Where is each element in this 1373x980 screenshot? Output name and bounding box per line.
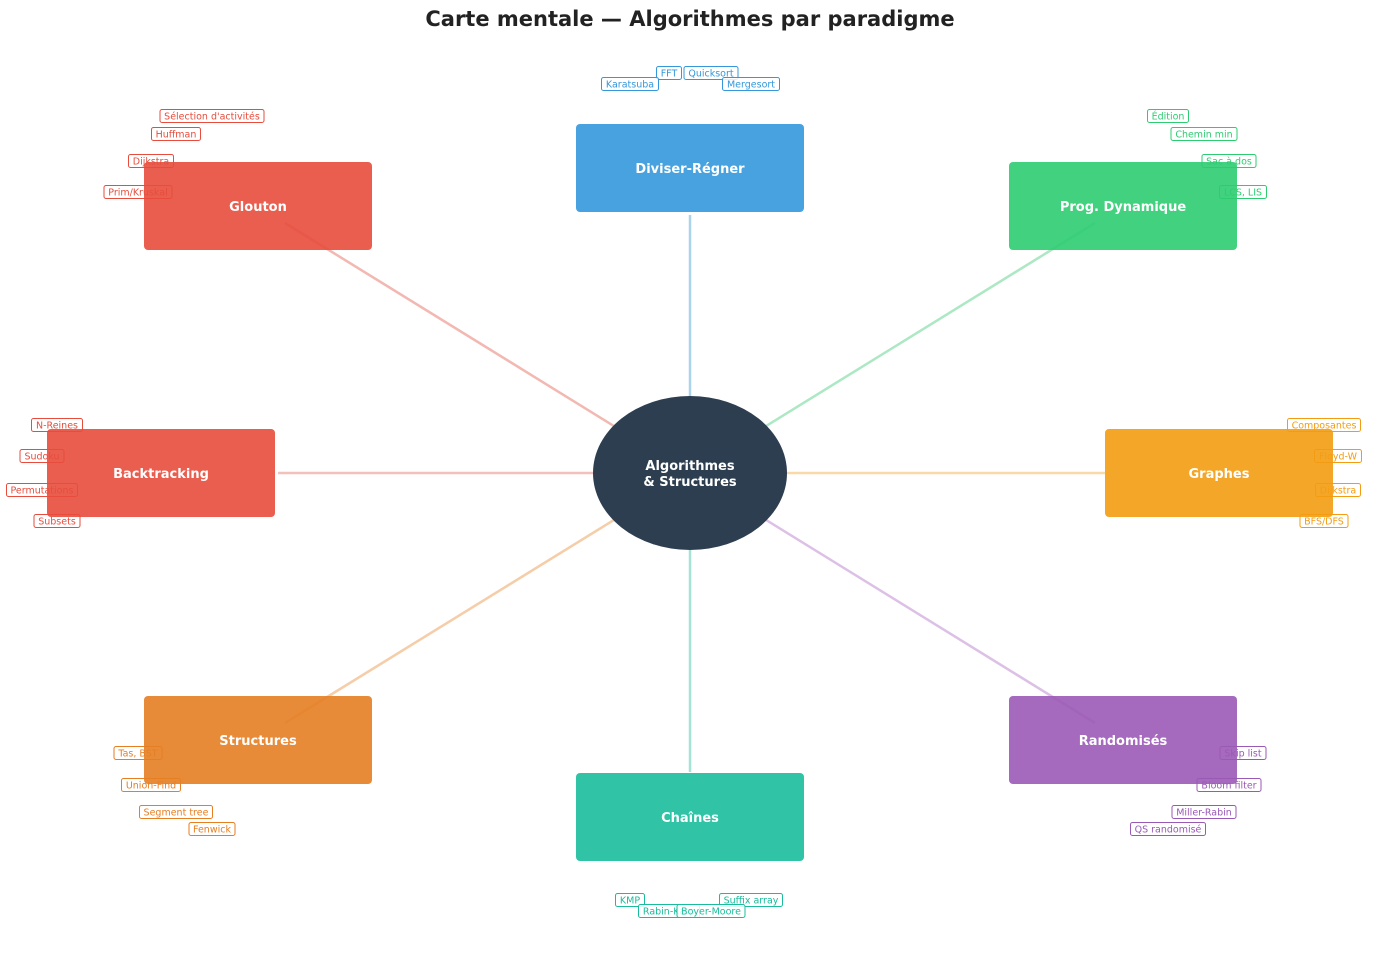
leaf-tag-random: Miller-Rabin xyxy=(1171,805,1237,819)
branch-label-strings: Chaînes xyxy=(661,811,719,826)
leaf-tag-frame xyxy=(1147,109,1189,123)
branch-box-random xyxy=(1009,696,1237,784)
branch-dp: Prog. Dynamique xyxy=(1009,162,1237,250)
leaf-label: Mergesort xyxy=(727,79,775,90)
leaf-tag-frame xyxy=(159,109,265,123)
leaf-tag-frame xyxy=(1170,127,1238,141)
center-ellipse xyxy=(593,396,787,550)
leaf-tag-structures: Fenwick xyxy=(188,822,236,836)
leaf-label: Dijkstra xyxy=(133,156,170,167)
leaf-tag-backtracking: Subsets xyxy=(33,514,81,528)
leaf-label: Prim/Kruskal xyxy=(108,187,167,198)
leaf-label: Édition xyxy=(1152,110,1185,122)
leaf-tag-divide: Karatsuba xyxy=(601,77,659,91)
leaf-label: Union-Find xyxy=(126,780,176,791)
leaf-tag-greedy: Huffman xyxy=(151,127,201,141)
leaf-label: BFS/DFS xyxy=(1304,516,1344,527)
leaf-label: N-Reines xyxy=(36,420,78,431)
leaf-tag-divide: FFT xyxy=(656,66,682,80)
leaf-label: Dijkstra xyxy=(1320,485,1357,496)
leaf-label: Sudoku xyxy=(24,451,59,462)
leaf-tag-greedy: Sélection d'activités xyxy=(159,109,265,123)
leaf-tag-random: QS randomisé xyxy=(1130,822,1206,836)
leaf-label: Tas, BST xyxy=(117,748,157,759)
branch-box-dp xyxy=(1009,162,1237,250)
leaf-tag-frame xyxy=(683,66,739,80)
branch-label-dp: Prog. Dynamique xyxy=(1060,200,1186,215)
leaf-tag-frame xyxy=(601,77,659,91)
leaf-label: Floyd-W xyxy=(1319,451,1358,462)
branch-label-greedy: Glouton xyxy=(229,200,287,215)
leaf-label: Karatsuba xyxy=(606,79,654,90)
branch-box-backtracking xyxy=(47,429,275,517)
leaf-tag-divide: Quicksort xyxy=(683,66,739,80)
center-label-line-2: & Structures xyxy=(643,475,737,490)
branch-label-graphs: Graphes xyxy=(1189,467,1250,482)
branch-backtracking: Backtracking xyxy=(47,429,275,517)
branch-structures: Structures xyxy=(144,696,372,784)
branch-box-structures xyxy=(144,696,372,784)
leaf-label: Segment tree xyxy=(144,807,209,818)
leaf-label: Permutations xyxy=(11,485,74,496)
leaf-tag-frame xyxy=(615,893,645,907)
leaf-label: Miller-Rabin xyxy=(1176,807,1232,818)
leaf-label: LCS, LIS xyxy=(1224,187,1262,198)
branch-box-strings xyxy=(576,773,804,861)
leaf-tag-frame xyxy=(151,127,201,141)
leaf-tag-frame xyxy=(1171,805,1237,819)
leaf-tag-frame xyxy=(676,904,746,918)
branch-strings: Chaînes xyxy=(576,773,804,861)
leaf-label: Sac à dos xyxy=(1206,156,1252,167)
branch-box-graphs xyxy=(1105,429,1333,517)
leaf-tag-frame xyxy=(722,77,780,91)
leaf-label: Bloom filter xyxy=(1201,780,1256,791)
leaf-label: Composantes xyxy=(1292,420,1357,431)
branch-random: Randomisés xyxy=(1009,696,1237,784)
leaf-tag-strings: Suffix array xyxy=(719,893,783,907)
leaf-tag-strings: KMP xyxy=(615,893,645,907)
leaf-tag-frame xyxy=(188,822,236,836)
branch-label-structures: Structures xyxy=(219,734,297,749)
branch-graphs: Graphes xyxy=(1105,429,1333,517)
leaf-tag-dp: Chemin min xyxy=(1170,127,1238,141)
page-title: Carte mentale — Algorithmes par paradigm… xyxy=(425,7,954,31)
leaf-label: Subsets xyxy=(38,516,76,527)
leaf-label: Sélection d'activités xyxy=(164,111,260,122)
branch-label-random: Randomisés xyxy=(1079,734,1168,749)
leaf-tag-frame xyxy=(656,66,682,80)
branch-greedy: Glouton xyxy=(144,162,372,250)
leaf-tag-divide: Mergesort xyxy=(722,77,780,91)
leaf-label: Chemin min xyxy=(1175,129,1232,140)
center-node: Algorithmes & Structures xyxy=(593,396,787,550)
leaf-tag-frame xyxy=(139,805,213,819)
leaf-label: Huffman xyxy=(156,129,197,140)
branch-label-divide: Diviser-Régner xyxy=(635,162,745,177)
branch-box-divide xyxy=(576,124,804,212)
leaf-label: KMP xyxy=(620,895,640,906)
leaf-label: Fenwick xyxy=(193,824,231,835)
center-label-line-1: Algorithmes xyxy=(645,459,734,474)
leaf-label: Quicksort xyxy=(688,68,734,79)
leaf-label: QS randomisé xyxy=(1135,824,1202,835)
leaf-tag-strings: Boyer-Moore xyxy=(676,904,746,918)
leaf-label: FFT xyxy=(661,68,678,79)
branch-divide: Diviser-Régner xyxy=(576,124,804,212)
leaf-tag-dp: Édition xyxy=(1147,109,1189,123)
leaf-label: Boyer-Moore xyxy=(681,906,741,917)
leaf-tag-structures: Segment tree xyxy=(139,805,213,819)
leaf-label: Skip list xyxy=(1224,748,1261,759)
branch-label-backtracking: Backtracking xyxy=(113,467,209,482)
branch-box-greedy xyxy=(144,162,372,250)
leaf-label: Rabin-Karp xyxy=(643,906,695,917)
leaf-tag-frame xyxy=(1130,822,1206,836)
leaf-tag-frame xyxy=(719,893,783,907)
leaf-label: Suffix array xyxy=(724,895,779,906)
